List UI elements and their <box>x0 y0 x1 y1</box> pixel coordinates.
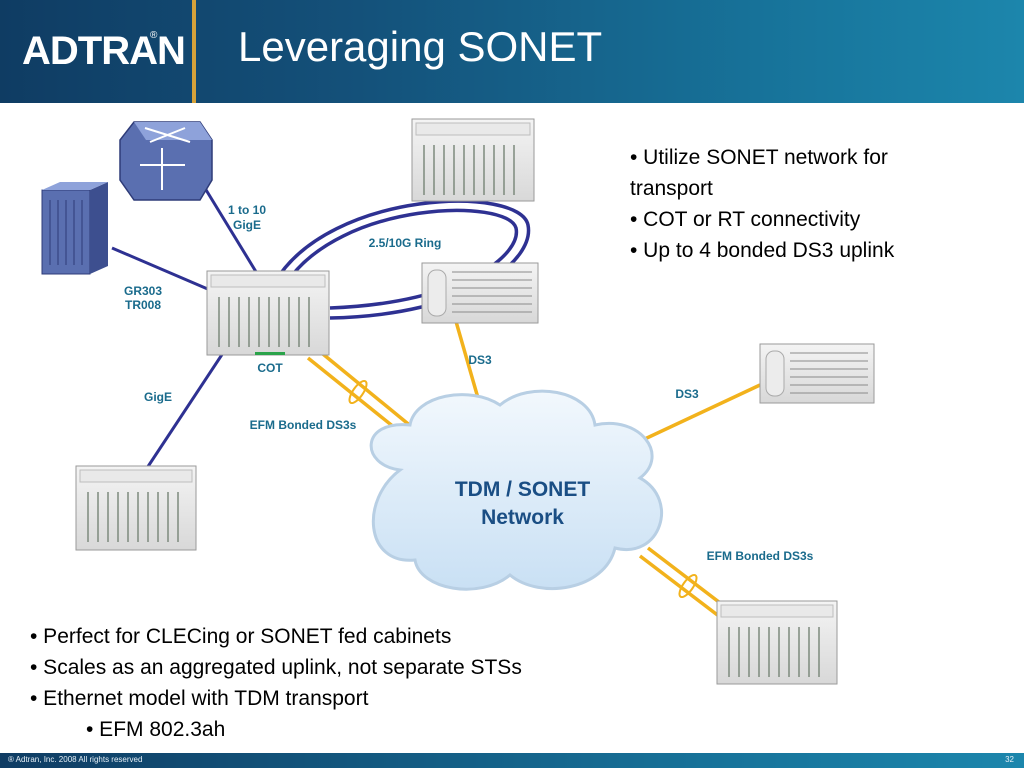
label-ring: 2.5/10G Ring <box>368 236 442 250</box>
cloud-label-line2: Network <box>481 506 564 529</box>
bullet-top-1: • Utilize SONET network for <box>630 146 888 169</box>
label-efm-right: EFM Bonded DS3s <box>706 549 814 563</box>
rack-bottom-right <box>716 600 838 685</box>
bullet-top-3: • Up to 4 bonded DS3 uplink <box>630 239 895 262</box>
bullets-top: • Utilize SONET network for transport • … <box>630 142 990 266</box>
cloud-label: TDM / SONET Network <box>410 476 635 532</box>
label-gige-left: GigE <box>143 390 172 404</box>
bullets-bottom: • Perfect for CLECing or SONET fed cabin… <box>30 621 670 745</box>
page-title: Leveraging SONET <box>238 23 603 70</box>
bullet-bottom-1: • Perfect for CLECing or SONET fed cabin… <box>30 625 452 648</box>
gige-links <box>111 179 260 469</box>
bullet-top-2: • COT or RT connectivity <box>630 208 861 231</box>
core-switch-icon <box>119 121 213 201</box>
logo-text: ADTRAN <box>22 29 186 73</box>
label-efm-left: EFM Bonded DS3s <box>249 418 357 432</box>
class5-switch-icon <box>41 182 108 275</box>
label-cot: COT <box>257 361 283 375</box>
rt-shelf-right <box>759 343 875 404</box>
registered-mark: ® <box>150 30 158 41</box>
label-ds3-right: DS3 <box>675 387 699 401</box>
bullet-top-1b: transport <box>630 177 713 200</box>
adtran-logo: ADTRAN <box>22 30 186 72</box>
rack-cot <box>206 270 330 356</box>
bullet-bottom-4: • EFM 802.3ah <box>86 718 226 741</box>
header-bar: ADTRAN ® Leveraging SONET <box>0 0 1024 103</box>
label-1to10: 1 to 10 <box>227 203 266 217</box>
label-tr008: TR008 <box>124 298 162 312</box>
ds3-mid-link <box>453 317 482 406</box>
footer-copyright: ® Adtran, Inc. 2008 All rights reserved <box>8 755 143 764</box>
bond-markers <box>348 379 698 599</box>
link-cot-bottom-rack <box>145 349 227 469</box>
rack-ring-top <box>411 118 535 202</box>
footer-bar: ® Adtran, Inc. 2008 All rights reserved … <box>0 753 1024 768</box>
label-ds3-mid: DS3 <box>468 353 492 367</box>
header-separator <box>192 0 196 103</box>
ds3-right-link <box>631 383 761 447</box>
label-gr303: GR303 <box>123 284 163 298</box>
page-number: 32 <box>1005 755 1014 764</box>
bullet-bottom-2: • Scales as an aggregated uplink, not se… <box>30 656 522 679</box>
tdm-sonet-cloud <box>369 389 664 591</box>
cloud-label-line1: TDM / SONET <box>454 478 591 501</box>
bullet-bottom-3: • Ethernet model with TDM transport <box>30 687 369 710</box>
rack-bottom-left <box>75 465 197 551</box>
efm-left-a <box>316 348 420 434</box>
rt-shelf-ring <box>421 262 539 324</box>
label-gige-top: GigE <box>232 218 261 232</box>
link-switch-server <box>111 246 211 292</box>
link-switch-cot <box>198 179 260 276</box>
